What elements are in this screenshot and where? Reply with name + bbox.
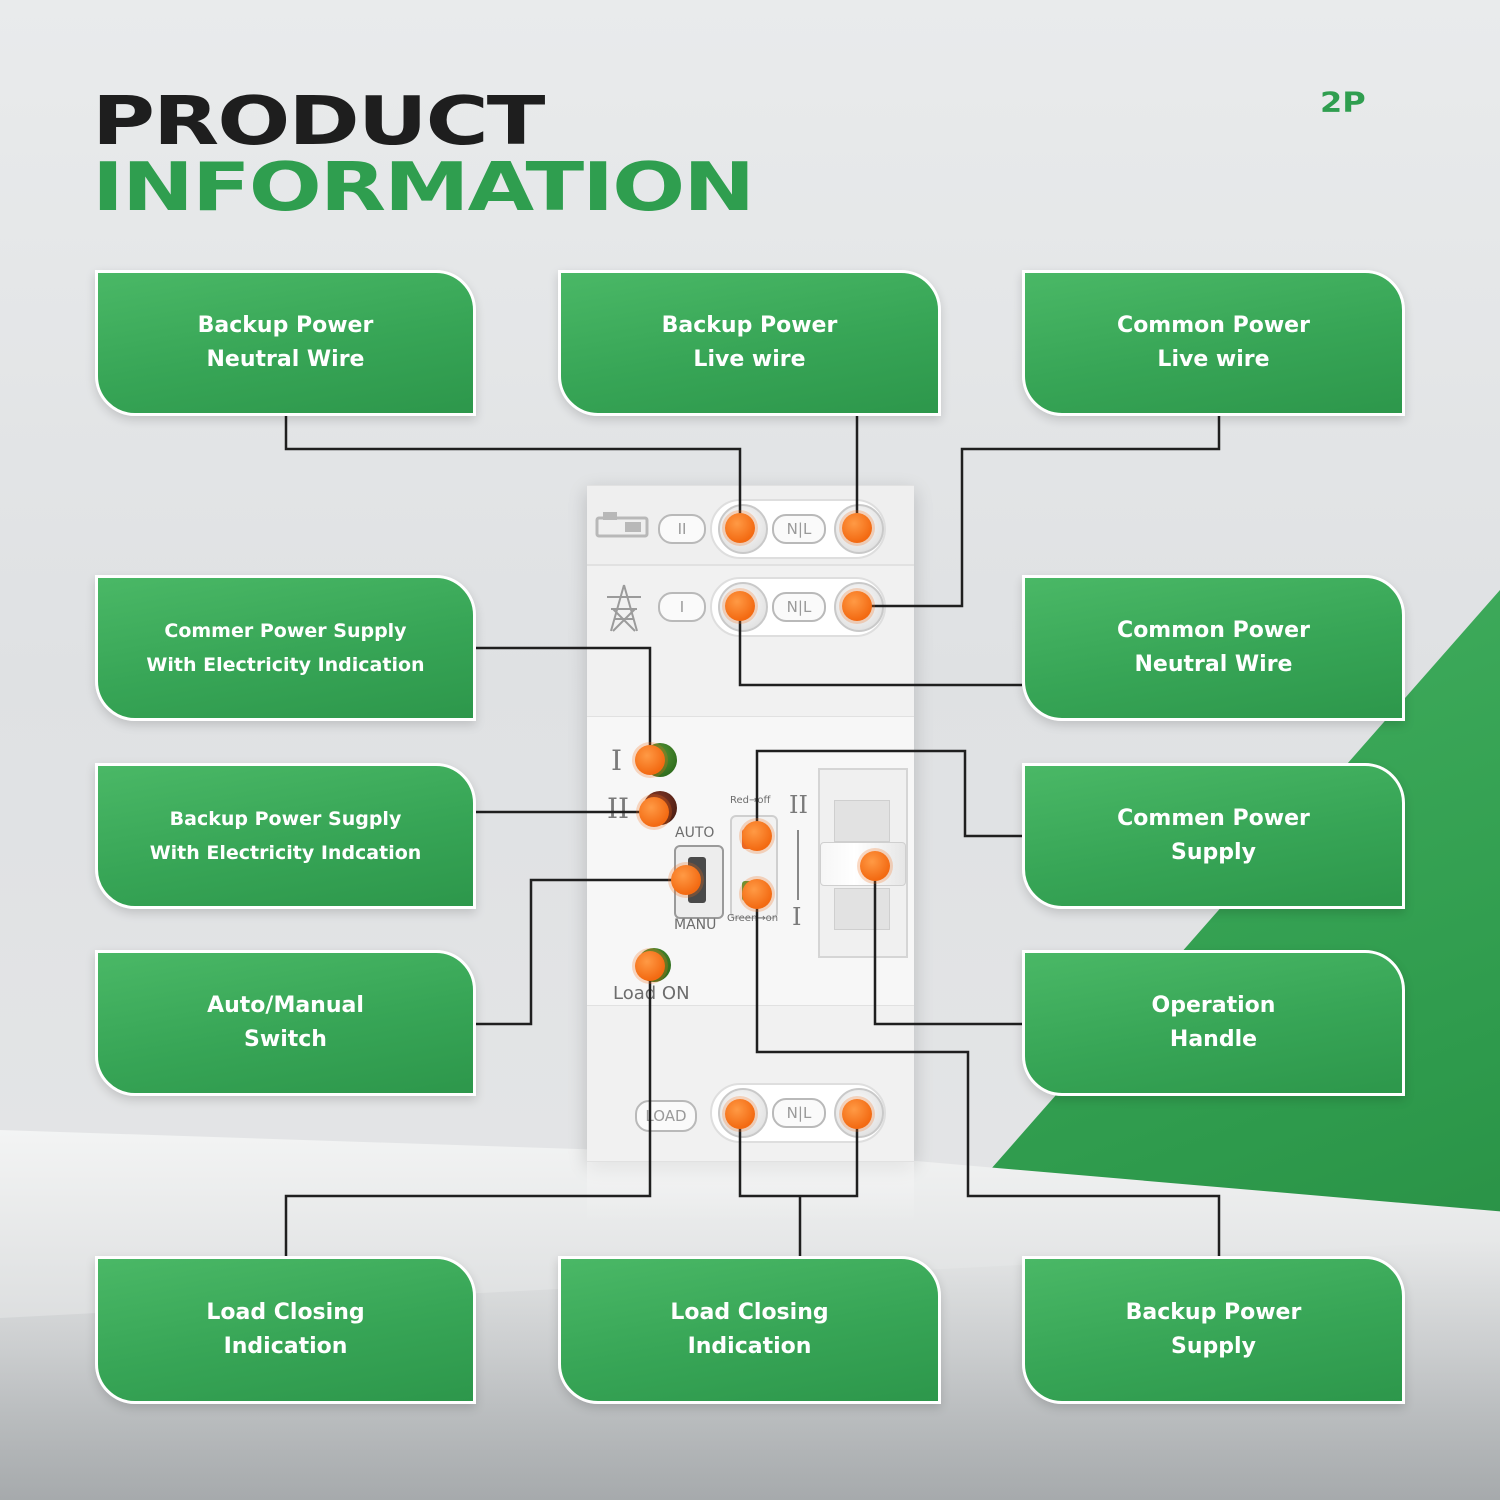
manu-label: MANU — [674, 917, 717, 933]
indicator-two-label: II — [607, 792, 630, 825]
marker-operation-handle — [860, 851, 890, 881]
green-on-label: Green→on — [727, 913, 779, 924]
marker-load-live — [842, 1099, 872, 1129]
handle-direction-arrow — [797, 830, 799, 900]
handle-slot-top — [834, 800, 890, 842]
label-operation-handle: Operation Handle — [1022, 950, 1405, 1096]
marker-common-live — [842, 591, 872, 621]
marker-load-neutral — [725, 1099, 755, 1129]
label-common-neutral: Common Power Neutral Wire — [1022, 575, 1405, 721]
handle-slot-bottom — [834, 888, 890, 930]
label-backup-live: Backup Power Live wire — [558, 270, 941, 416]
common-terminal-label: N|L — [772, 592, 826, 622]
marker-green-status — [742, 879, 772, 909]
marker-load-on — [635, 951, 665, 981]
label-auto-manual: Auto/Manual Switch — [95, 950, 476, 1096]
indicator-one-label: I — [611, 744, 623, 777]
marker-common-indicator — [635, 745, 665, 775]
backup-terminal-label: N|L — [772, 514, 826, 544]
marker-backup-neutral — [725, 513, 755, 543]
red-off-label: Red→off — [730, 795, 771, 806]
label-backup-supply-indication: Backup Power Sugply With Electricity Ind… — [95, 763, 476, 909]
marker-backup-indicator — [639, 797, 669, 827]
auto-label: AUTO — [675, 825, 715, 841]
label-load-closing-2: Load Closing Indication — [558, 1256, 941, 1404]
label-backup-supply: Backup Power Supply — [1022, 1256, 1405, 1404]
load-on-label: Load ON — [613, 983, 690, 1004]
marker-auto-manual — [671, 865, 701, 895]
label-backup-neutral: Backup Power Neutral Wire — [95, 270, 476, 416]
label-common-live: Common Power Live wire — [1022, 270, 1405, 416]
label-commen-supply: Commen Power Supply — [1022, 763, 1405, 909]
title-line-2: INFORMATION — [92, 148, 755, 227]
handle-one-label: I — [792, 903, 802, 931]
source-two-roman: II — [677, 520, 687, 538]
label-commer-supply-indication: Commer Power Supply With Electricity Ind… — [95, 575, 476, 721]
title-line-1: PRODUCT — [92, 82, 545, 161]
variant-badge: 2P — [1320, 86, 1366, 119]
handle-two-label: II — [789, 791, 808, 819]
load-pill: LOAD — [635, 1100, 697, 1132]
load-terminal-label: N|L — [772, 1098, 826, 1128]
power-tower-icon — [607, 584, 641, 632]
source-one-roman: I — [679, 598, 685, 616]
device-reflection — [587, 1162, 914, 1222]
label-load-closing-1: Load Closing Indication — [95, 1256, 476, 1404]
generator-icon — [595, 512, 649, 538]
marker-common-neutral — [725, 591, 755, 621]
source-one-pill: I — [658, 592, 706, 622]
marker-red-status — [742, 821, 772, 851]
marker-backup-live — [842, 513, 872, 543]
source-two-pill: II — [658, 514, 706, 544]
